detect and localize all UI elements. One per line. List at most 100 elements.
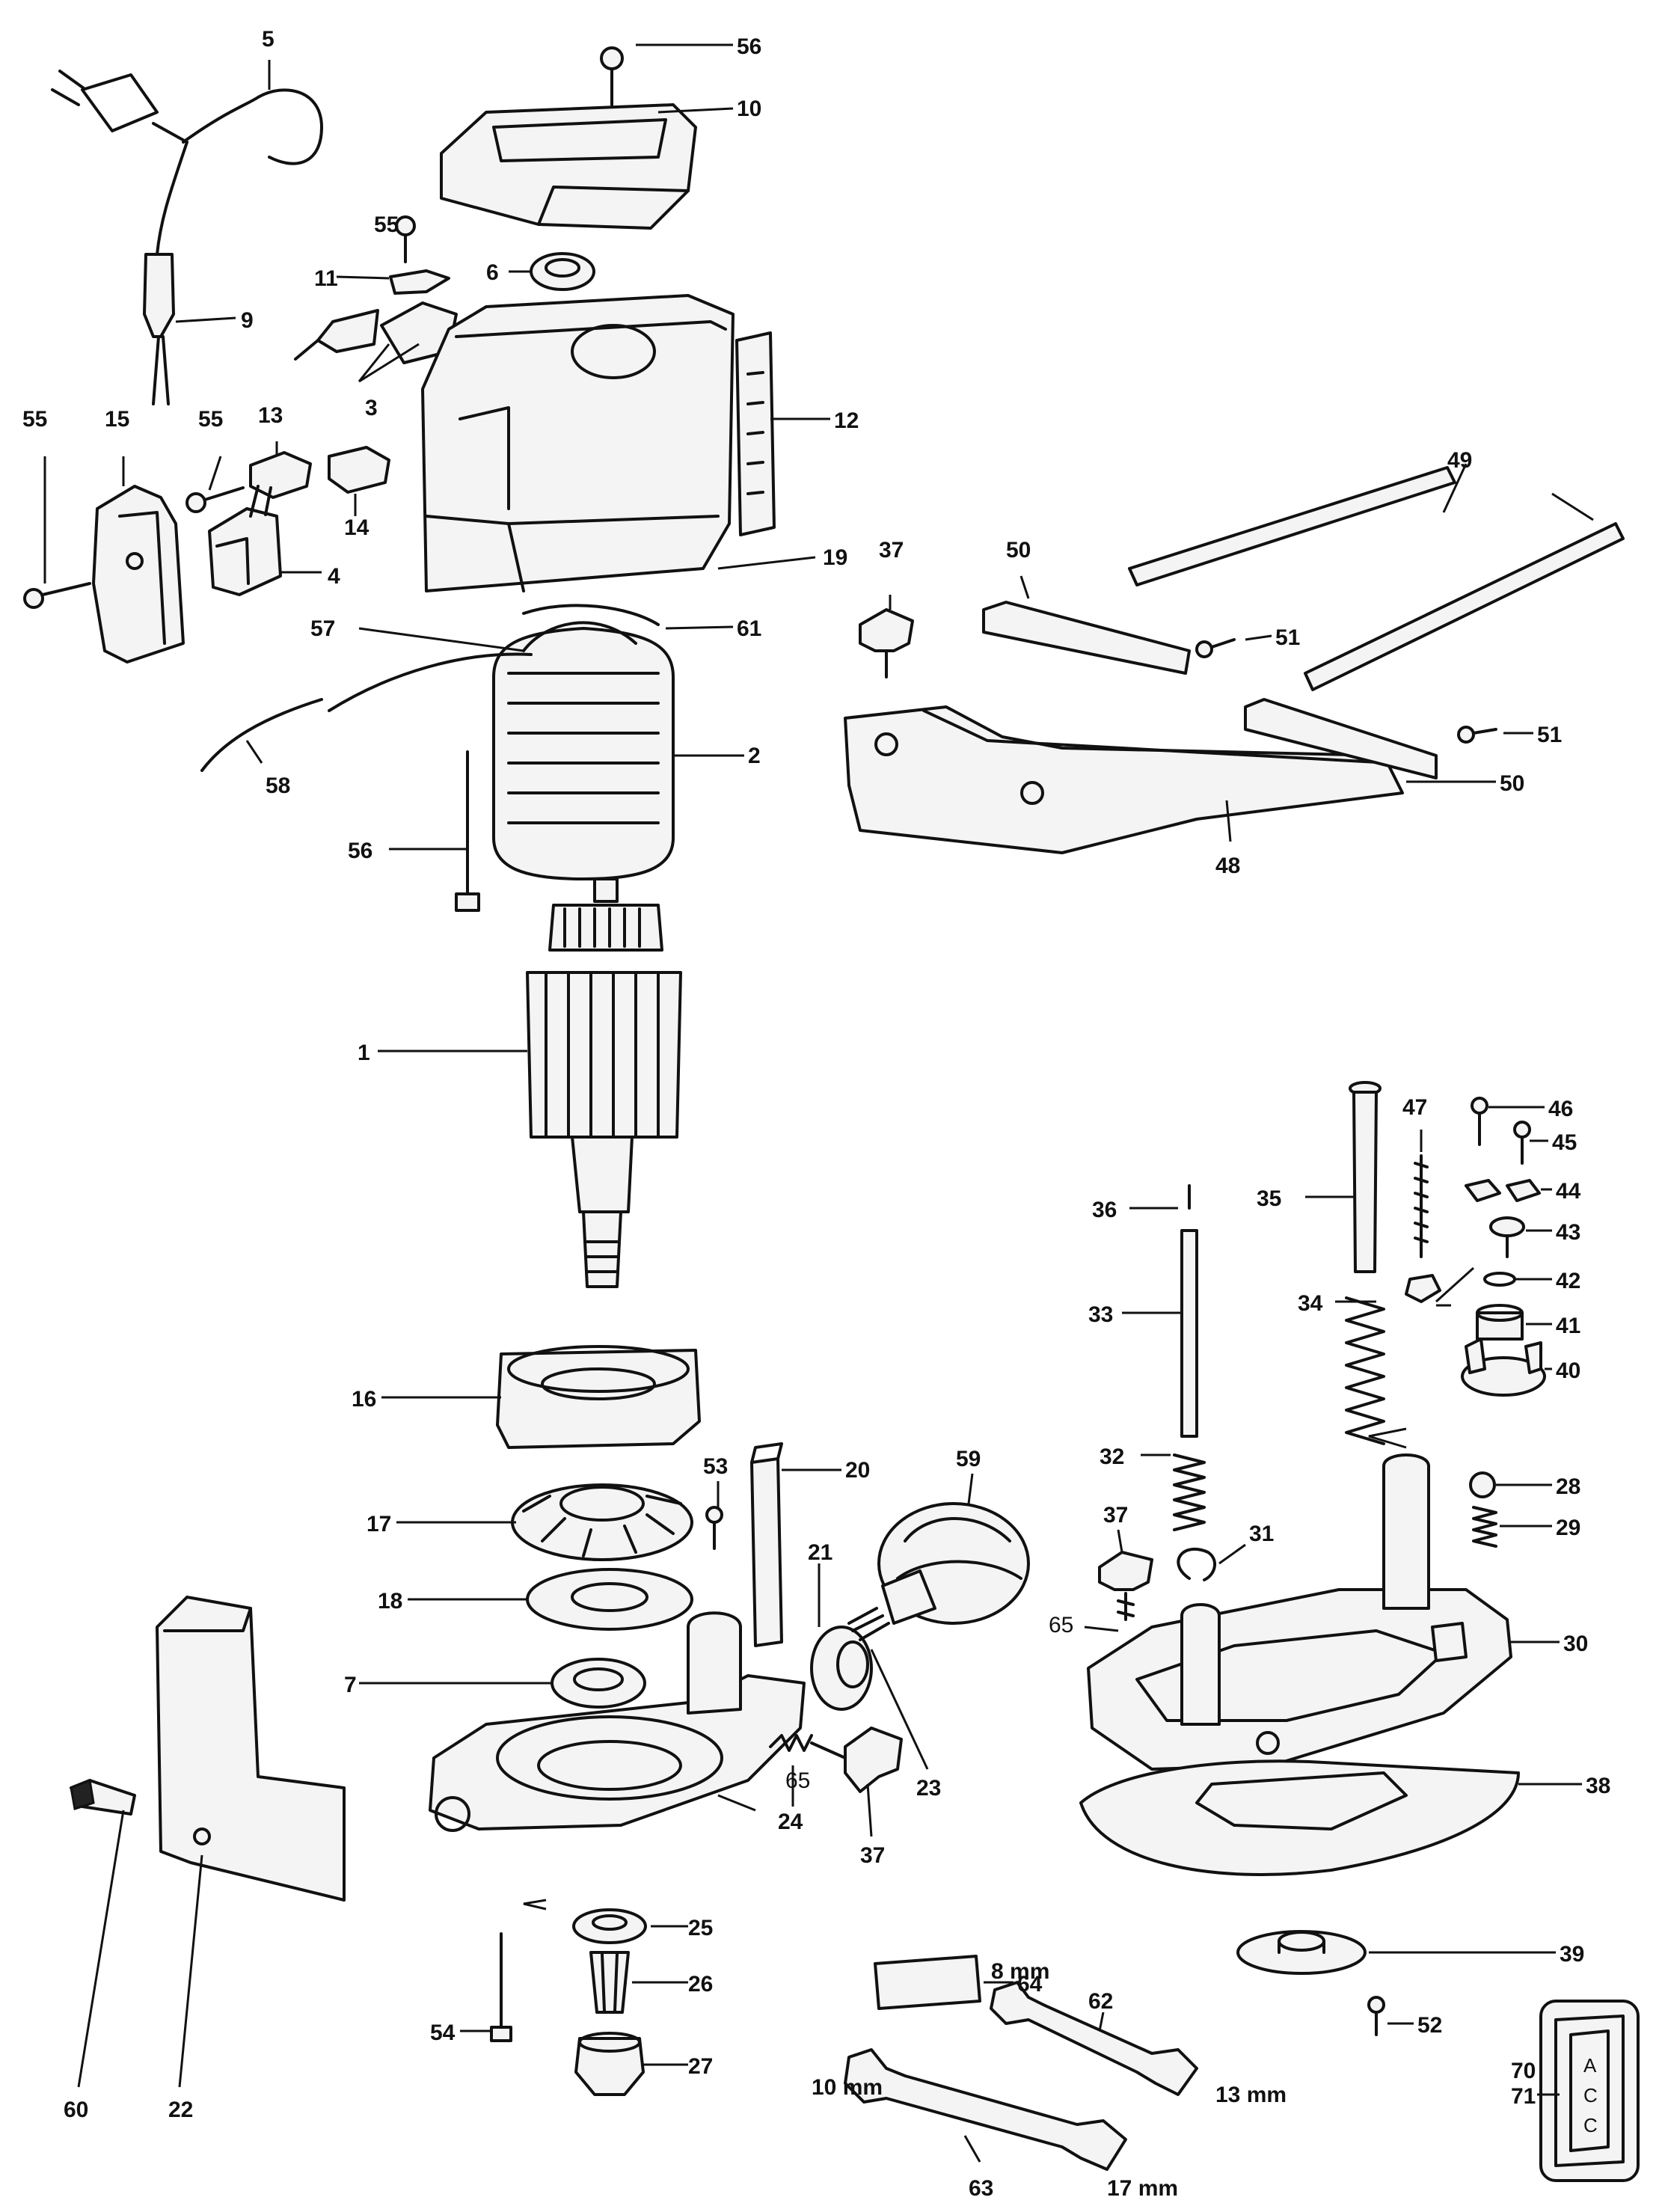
label-63: 63: [969, 2176, 993, 2201]
motor-housing-19: [421, 294, 735, 592]
rail-50-bottom: [1244, 698, 1438, 779]
label-42: 42: [1556, 1269, 1580, 1293]
label-12: 12: [834, 408, 859, 433]
label-26: 26: [688, 1972, 713, 1997]
knob-37-guide: [859, 608, 914, 678]
bolt-60: [70, 1778, 136, 1816]
label-52: 52: [1417, 2013, 1442, 2038]
screw-55-link-11: [389, 215, 450, 295]
callout-labels: 5 56 10 55 11 6 9 3 12 55 15 55 13 14 4 …: [22, 27, 1610, 2201]
screw-54: [490, 1932, 512, 2042]
bearing-6: [530, 252, 595, 291]
label-44: 44: [1556, 1179, 1581, 1204]
label-24: 24: [778, 1810, 803, 1834]
label-7: 7: [344, 1673, 357, 1697]
washer-42: [1483, 1272, 1516, 1287]
rod-49-top: [1128, 466, 1456, 586]
threaded-rod-47: [1405, 1154, 1441, 1303]
label-35: 35: [1257, 1186, 1281, 1211]
power-cord-part: [51, 70, 323, 405]
wrench-size-labels: 8 mm 10 mm 13 mm 17 mm: [812, 1959, 1287, 2201]
label-45: 45: [1552, 1130, 1577, 1155]
plunge-base-30: [1087, 1453, 1512, 1771]
label-41: 41: [1556, 1314, 1580, 1338]
label-55-left: 55: [22, 407, 47, 432]
label-22: 22: [168, 2098, 193, 2122]
label-9: 9: [241, 308, 254, 333]
label-50-top: 50: [1006, 538, 1031, 563]
label-1: 1: [358, 1041, 370, 1065]
label-25: 25: [688, 1916, 713, 1940]
label-47: 47: [1402, 1095, 1427, 1120]
label-60: 60: [64, 2098, 88, 2122]
guide-base-48: [844, 705, 1404, 854]
spring-34: [1345, 1296, 1385, 1445]
label-50-bottom: 50: [1500, 771, 1524, 796]
switch-housing-15: [92, 485, 185, 664]
label-70: 70: [1511, 2059, 1536, 2083]
nut-27: [574, 2032, 645, 2096]
label-5: 5: [262, 27, 275, 52]
label-58: 58: [266, 773, 290, 798]
label-13: 13: [258, 403, 283, 428]
label-31: 31: [1249, 1522, 1274, 1546]
label-61: 61: [737, 616, 761, 641]
turret-40: [1461, 1338, 1546, 1397]
label-16: 16: [352, 1387, 376, 1412]
label-2: 2: [748, 744, 761, 768]
wrench-size-17mm: 17 mm: [1107, 2176, 1178, 2201]
brush-holder-3: [294, 301, 458, 364]
column-35: [1349, 1081, 1382, 1273]
rod-33: [1180, 1229, 1198, 1438]
spring-29: [1472, 1506, 1497, 1548]
label-56-mid: 56: [348, 839, 372, 863]
acc-letter-3: C: [1583, 2114, 1598, 2136]
screw-51-a: [1195, 638, 1236, 658]
label-33: 33: [1088, 1302, 1113, 1327]
guide-bush-39: [1236, 1930, 1367, 1975]
sub-base-38: [1079, 1759, 1520, 1876]
knob-37-plunge: [1098, 1551, 1153, 1621]
wrench-size-8mm: 8 mm: [991, 1959, 1049, 1984]
label-11: 11: [314, 266, 338, 291]
label-48: 48: [1215, 854, 1240, 878]
knob-59: [847, 1502, 1030, 1641]
washer-18: [526, 1568, 693, 1631]
label-30: 30: [1563, 1632, 1588, 1656]
nuts-44: [1465, 1179, 1541, 1202]
label-54: 54: [430, 2020, 456, 2045]
label-38: 38: [1586, 1774, 1610, 1798]
label-53: 53: [703, 1454, 728, 1479]
label-19: 19: [823, 545, 847, 570]
screw-43: [1489, 1216, 1525, 1258]
label-71: 71: [1511, 2084, 1536, 2109]
label-14: 14: [344, 515, 369, 540]
depth-scale-12: [735, 331, 776, 536]
label-28: 28: [1556, 1474, 1580, 1499]
cap-41: [1476, 1304, 1524, 1341]
rod-49-bottom: [1304, 522, 1625, 691]
motor-base-24: [429, 1611, 806, 1832]
label-40: 40: [1556, 1358, 1580, 1383]
block-14: [328, 446, 390, 494]
circlip-31: [1177, 1547, 1216, 1581]
fan-17: [511, 1483, 693, 1561]
label-62: 62: [1088, 1989, 1113, 2014]
acc-letter-1: A: [1583, 2054, 1597, 2077]
acc-letter-2: C: [1583, 2084, 1598, 2107]
label-56-top: 56: [737, 34, 761, 59]
label-49: 49: [1447, 448, 1472, 473]
label-37-guide: 37: [879, 538, 904, 563]
label-64: [874, 1955, 981, 2010]
label-32: 32: [1100, 1444, 1124, 1469]
block-13: [249, 451, 312, 499]
spring-65-base: [769, 1734, 813, 1752]
shield-16: [496, 1345, 701, 1449]
label-18: 18: [378, 1589, 402, 1614]
label-15: 15: [105, 407, 129, 432]
label-65-base-visible: 65: [785, 1768, 810, 1793]
collet-26: [589, 1951, 630, 2014]
top-cover-part: [440, 103, 697, 230]
label-39: 39: [1560, 1942, 1584, 1967]
label-37-base: 37: [860, 1843, 885, 1868]
